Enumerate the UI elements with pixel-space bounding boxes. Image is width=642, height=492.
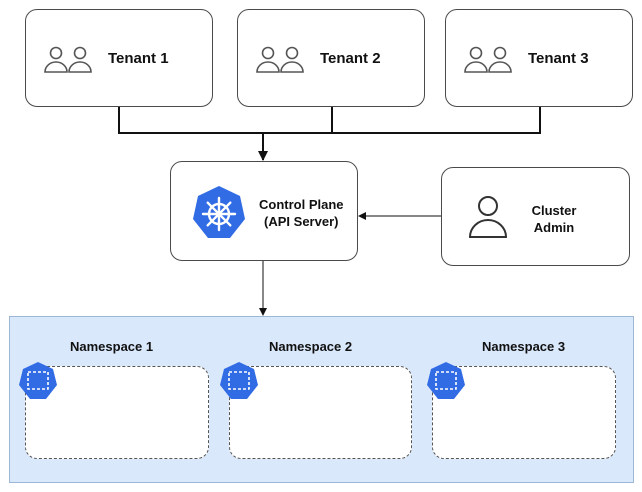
kubernetes-wheel-icon xyxy=(193,186,245,238)
namespace-icon xyxy=(427,362,465,399)
namespace-icon xyxy=(19,362,57,399)
control-plane-title: Control Plane xyxy=(259,197,344,212)
tenant-1-box: Tenant 1 xyxy=(25,9,213,107)
control-plane-box: Control Plane (API Server) xyxy=(170,161,358,261)
person-icon xyxy=(468,196,508,238)
tenant-2-label: Tenant 2 xyxy=(320,50,381,67)
users-icon xyxy=(464,46,512,73)
tenant-3-label: Tenant 3 xyxy=(528,50,589,67)
control-plane-subtitle: (API Server) xyxy=(264,214,339,229)
cluster-admin-box: Cluster Admin xyxy=(441,167,630,266)
tenant-2-box: Tenant 2 xyxy=(237,9,425,107)
namespace-icon xyxy=(220,362,258,399)
control-plane-label: Control Plane (API Server) xyxy=(259,196,344,230)
namespace-2-box xyxy=(229,366,412,459)
cluster-admin-line1: Cluster xyxy=(531,203,577,218)
namespace-2-title: Namespace 2 xyxy=(269,339,353,354)
tenant-bus-line xyxy=(118,107,541,134)
users-icon xyxy=(256,46,304,73)
tenant-1-label: Tenant 1 xyxy=(108,50,169,67)
tenant-3-box: Tenant 3 xyxy=(445,9,633,107)
namespace-3-title: Namespace 3 xyxy=(482,339,566,354)
users-icon xyxy=(44,46,92,73)
cluster-admin-label: Cluster Admin xyxy=(528,202,580,236)
cluster-admin-line2: Admin xyxy=(533,220,575,235)
namespace-1-title: Namespace 1 xyxy=(70,339,154,354)
